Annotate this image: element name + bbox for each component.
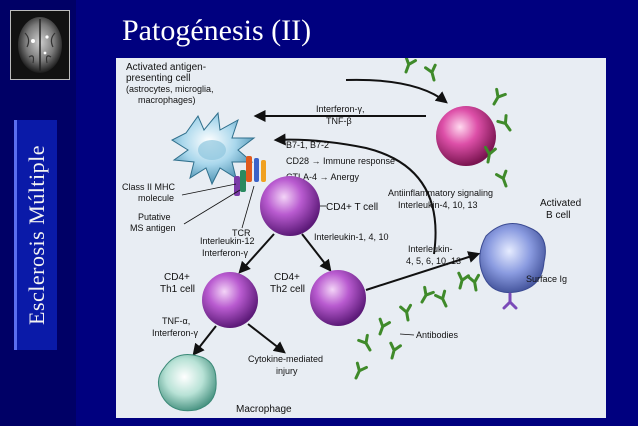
antiinfl-label-2: Interleukin-4, 10, 13 xyxy=(398,200,478,210)
tnfa-label-1: TNF-α, xyxy=(162,316,190,326)
apc-label-line2: presenting cell xyxy=(126,73,190,84)
activated-b-cell xyxy=(479,223,546,294)
antibody-icon xyxy=(385,341,402,361)
mhc-leader xyxy=(181,183,237,196)
th2-label-1: CD4+ xyxy=(274,272,300,283)
antibody-icon xyxy=(488,87,507,108)
antibody-icon xyxy=(349,361,368,382)
cytokine-label-2: injury xyxy=(276,366,298,376)
il-b-label-2: 4, 5, 6, 10, 13 xyxy=(406,256,461,266)
mhc-label-2: molecule xyxy=(138,193,174,203)
tnfa-label-2: Interferon-γ xyxy=(152,328,199,338)
apc-label-line4: macrophages) xyxy=(138,95,196,105)
th1-label-1: CD4+ xyxy=(164,272,190,283)
b7-label: B7-1, B7-2 xyxy=(286,140,329,150)
surface-ig-label: Surface Ig xyxy=(526,274,567,284)
receptor-complex xyxy=(234,156,266,196)
il12-label-2: Interferon-γ xyxy=(202,248,249,258)
bcell-label-2: B cell xyxy=(546,210,570,221)
antibody-icon xyxy=(424,63,441,83)
cytokine-label-1: Cytokine-mediated xyxy=(248,354,323,364)
antibody-icon xyxy=(434,289,453,310)
th1-cell xyxy=(202,272,258,328)
antibodies-label: Antibodies xyxy=(416,330,459,340)
antibody-icon xyxy=(373,317,391,338)
antibody-icon xyxy=(496,114,516,135)
antigen-label-1: Putative xyxy=(138,212,171,222)
ifn-label-2: TNF-β xyxy=(326,116,352,126)
apc-label-line3: (astrocytes, microglia, xyxy=(126,84,214,94)
cd28-label: CD28 → Immune response xyxy=(286,156,395,166)
side-title-text: Esclerosis Múltiple xyxy=(24,145,50,325)
antiinfl-label-1: Antiinflammatory signaling xyxy=(388,188,493,198)
side-title: Esclerosis Múltiple xyxy=(14,120,57,350)
il-b-label-1: Interleukin- xyxy=(408,244,453,254)
activated-t-cell-pink xyxy=(436,106,496,166)
activation-curve-arrow xyxy=(345,78,448,104)
apc-label-line1: Activated antigen- xyxy=(126,62,206,73)
mhc-label-1: Class II MHC xyxy=(122,182,176,192)
macrophage-cell xyxy=(158,354,217,412)
th1-to-macrophage-arrow xyxy=(192,325,217,356)
antigen-label-2: MS antigen xyxy=(130,223,176,233)
antibody-icon xyxy=(495,169,513,190)
tcr-leader xyxy=(241,185,255,229)
ctla4-label: CTLA-4 → Anergy xyxy=(286,172,360,182)
pathogenesis-figure: Activated antigen- presenting cell (astr… xyxy=(116,58,606,418)
th1-label-2: Th1 cell xyxy=(160,284,195,295)
antigen-presenting-cell xyxy=(170,111,256,186)
th1-to-injury-arrow xyxy=(247,323,286,354)
surface-ig-icon xyxy=(502,292,518,310)
tcr-label: TCR xyxy=(232,228,251,238)
antiinflammatory-arrow xyxy=(273,133,437,255)
ifn-label-1: Interferon-γ, xyxy=(316,104,365,114)
pathogenesis-diagram: Activated antigen- presenting cell (astr… xyxy=(122,58,581,415)
th2-arrow xyxy=(301,233,332,272)
th2-cell xyxy=(310,270,366,326)
brain-mri-image xyxy=(10,10,70,80)
antibody-icon xyxy=(399,303,415,323)
il1410-label: Interleukin-1, 4, 10 xyxy=(314,232,389,242)
slide-title: Patogénesis (II) xyxy=(122,14,312,47)
antigen-leader xyxy=(183,189,241,225)
cd4-t-cell xyxy=(260,176,320,236)
cd4-t-cell-label: CD4+ T cell xyxy=(326,202,378,213)
antibody-icon xyxy=(467,273,483,293)
antibody-icon xyxy=(416,285,435,306)
antibody-icon xyxy=(357,333,376,354)
macrophage-label: Macrophage xyxy=(236,404,292,415)
bcell-label-1: Activated xyxy=(540,198,581,209)
th1-arrow xyxy=(238,233,275,274)
th2-label-2: Th2 cell xyxy=(270,284,305,295)
antibody-icon xyxy=(399,58,417,76)
sidebar: Esclerosis Múltiple xyxy=(0,0,76,426)
th2-to-bcell-arrow xyxy=(365,251,481,291)
il12-label-1: Interleukin-12 xyxy=(200,236,255,246)
antibody-icon xyxy=(453,271,470,291)
